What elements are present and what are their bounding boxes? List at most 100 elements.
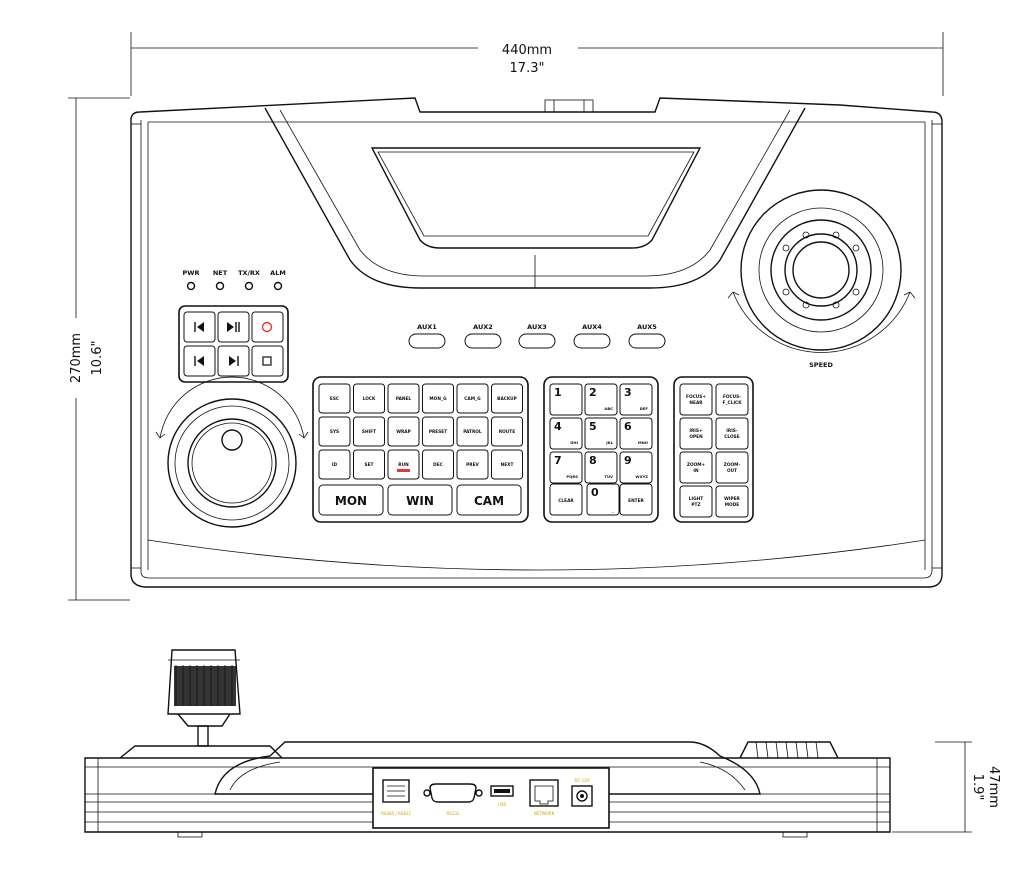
aux1-button[interactable] — [408, 333, 446, 349]
rear-port-panel — [372, 767, 610, 829]
numpad-digit: 5 — [589, 420, 597, 433]
rs485-port — [382, 779, 410, 803]
key-preset[interactable] — [422, 416, 454, 447]
numpad-key-6[interactable] — [619, 417, 653, 450]
numpad-key-5[interactable] — [584, 417, 618, 450]
dc-port-label: DC 12V — [575, 778, 590, 783]
zero-button[interactable] — [586, 483, 620, 516]
key-cam-g[interactable] — [456, 383, 489, 414]
numpad-digit: 6 — [624, 420, 632, 433]
numpad-key-3[interactable] — [619, 383, 653, 416]
win-button[interactable] — [387, 484, 453, 516]
numpad-digit: 2 — [589, 386, 597, 399]
key-label: DEC — [433, 462, 443, 468]
numpad-digit: 9 — [624, 454, 632, 467]
mon-label: MON — [335, 494, 367, 508]
key-mon-g[interactable] — [422, 383, 454, 414]
alm-led — [273, 281, 283, 291]
aux4-label: AUX4 — [582, 323, 602, 331]
net-led — [215, 281, 225, 291]
width-mm-label: 440mm — [502, 43, 552, 58]
indicator-label-net: NET — [213, 269, 228, 277]
aux5-button[interactable] — [628, 333, 666, 349]
key-shift[interactable] — [353, 416, 385, 447]
key-label: PREV — [466, 462, 479, 468]
side-joystick[interactable] — [167, 649, 241, 715]
speed-label: SPEED — [809, 361, 833, 369]
ptz-key-block: FOCUS+NEARFOCUS-F_CLICKIRIS+OPENIRIS-CLO… — [673, 376, 754, 523]
lcd-screen — [370, 147, 702, 249]
aux3-button[interactable] — [518, 333, 556, 349]
media-keys — [178, 305, 289, 383]
ptz-key-light[interactable] — [679, 485, 713, 518]
ptz-key-label: IRIS+ — [689, 428, 703, 434]
key-patrol[interactable] — [456, 416, 489, 447]
ptz-key-iris[interactable] — [679, 417, 713, 450]
enter-button[interactable] — [619, 483, 653, 516]
pwr-led — [186, 281, 196, 291]
usb-port — [490, 785, 514, 797]
ptz-key-zoom[interactable] — [715, 451, 749, 484]
ptz-key-focus[interactable] — [715, 383, 749, 416]
numpad-letters: PQRS — [566, 474, 578, 479]
network-port — [529, 779, 559, 807]
ptz-key-sublabel: PTZ — [691, 502, 700, 508]
key-label: ROUTE — [499, 429, 515, 435]
ptz-joystick[interactable]: SPEED — [727, 189, 916, 369]
key-id[interactable] — [318, 449, 351, 480]
key-label: SYS — [330, 429, 339, 435]
numpad-digit: 3 — [624, 386, 632, 399]
numpad-key-4[interactable] — [549, 417, 583, 450]
numpad-key-2[interactable] — [584, 383, 618, 416]
key-panel[interactable] — [387, 383, 420, 414]
key-label: WRAP — [396, 429, 411, 435]
key-label: PRESET — [429, 429, 447, 435]
ptz-key-label: FOCUS+ — [686, 394, 706, 400]
mon-button[interactable] — [318, 484, 384, 516]
rs232-port-label: RS232 — [447, 811, 460, 816]
ptz-key-wiper[interactable] — [715, 485, 749, 518]
ptz-key-zoom[interactable] — [679, 451, 713, 484]
ptz-key-label: FOCUS- — [723, 394, 741, 400]
ptz-key-label: WIPER — [724, 496, 740, 502]
key-dec[interactable] — [422, 449, 454, 480]
key-prev[interactable] — [456, 449, 489, 480]
key-wrap[interactable] — [387, 416, 420, 447]
ptz-key-label: ZOOM- — [724, 462, 741, 468]
stop-button[interactable] — [251, 345, 284, 377]
prev-track-icon — [194, 322, 204, 332]
jog-shuttle-dial[interactable] — [155, 376, 309, 528]
key-label: LOCK — [363, 396, 376, 402]
ptz-key-iris[interactable] — [715, 417, 749, 450]
height-in-label: 1.9" — [970, 774, 985, 801]
key-run[interactable] — [387, 449, 420, 480]
numpad-digit: 7 — [554, 454, 562, 467]
key-set[interactable] — [353, 449, 385, 480]
key-lock[interactable] — [353, 383, 385, 414]
cam-button[interactable] — [456, 484, 522, 516]
aux2-button[interactable] — [464, 333, 502, 349]
key-next[interactable] — [491, 449, 523, 480]
key-label: RUN — [398, 462, 409, 468]
key-sys[interactable] — [318, 416, 351, 447]
key-route[interactable] — [491, 416, 523, 447]
key-label: SET — [365, 462, 374, 468]
rs232-port — [429, 783, 477, 803]
key-esc[interactable] — [318, 383, 351, 414]
play-pause-icon — [227, 322, 240, 332]
aux4-button[interactable] — [573, 333, 611, 349]
key-label: CAM_G — [464, 396, 481, 402]
numpad-key-8[interactable] — [584, 451, 618, 484]
numpad-key-7[interactable] — [549, 451, 583, 484]
ptz-key-focus[interactable] — [679, 383, 713, 416]
aux1-label: AUX1 — [417, 323, 437, 331]
numpad-key-9[interactable] — [619, 451, 653, 484]
key-backup[interactable] — [491, 383, 523, 414]
clear-button[interactable] — [549, 483, 583, 516]
numpad-letters: GHI — [570, 440, 578, 445]
record-button[interactable] — [251, 311, 284, 343]
width-in-label: 17.3" — [510, 61, 545, 76]
numpad-key-1[interactable] — [549, 383, 583, 416]
numpad-letters: JKL — [605, 440, 613, 445]
fast-icon — [229, 356, 239, 366]
